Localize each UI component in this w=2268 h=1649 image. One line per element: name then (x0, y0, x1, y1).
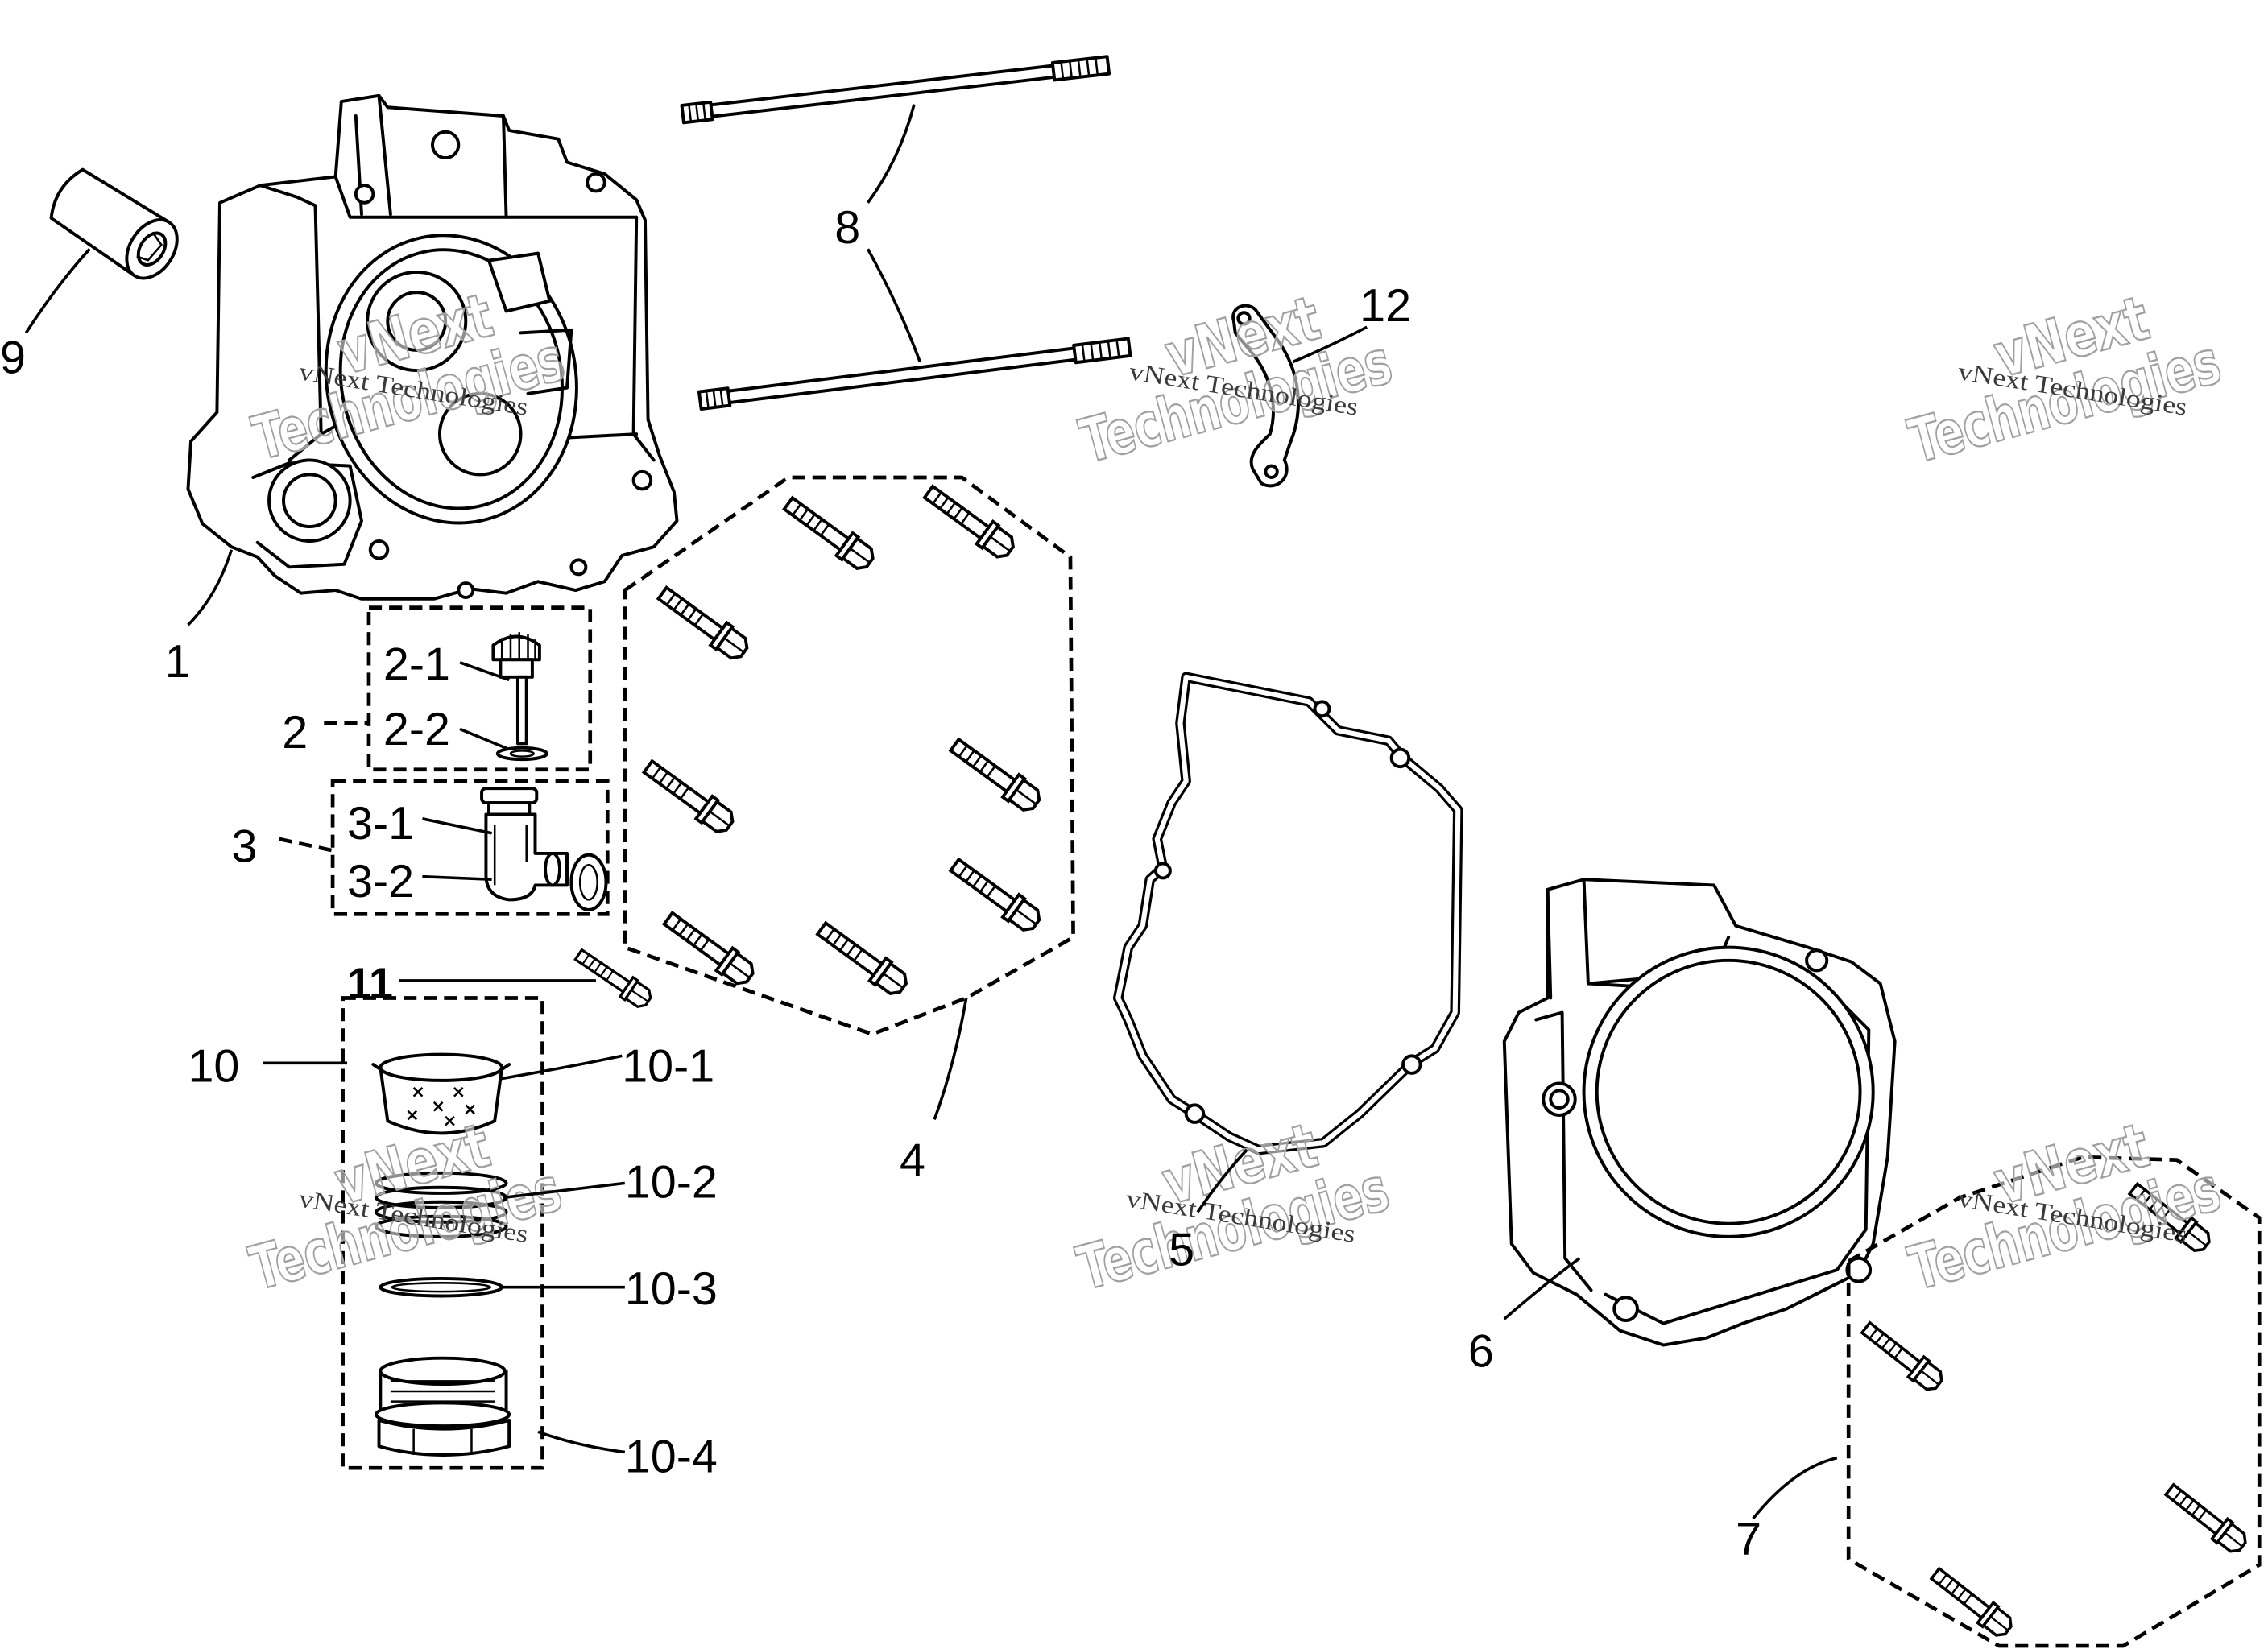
leader-line-9 (24, 248, 91, 334)
leader-line-6 (1503, 1257, 1581, 1320)
callout-label-12: 12 (1360, 280, 1411, 332)
leader-line-3-2 (422, 874, 492, 882)
watermark: vNext Technologies vNext Technologies (1901, 282, 2229, 478)
part-4-bolt (945, 852, 1046, 937)
part-5-gasket (1112, 672, 1463, 1155)
part-10-3-gasket-ring (379, 1276, 504, 1298)
part-4-bolt (778, 490, 879, 576)
callout-label-2-1: 2-1 (383, 639, 450, 690)
part-3-1-elbow (480, 787, 569, 902)
callout-label-6: 6 (1468, 1325, 1494, 1377)
part-10-4-plug-nut (374, 1356, 511, 1457)
callout-label-10-2: 10-2 (625, 1156, 718, 1208)
callout-label-4: 4 (900, 1134, 925, 1186)
leader-line-2-2 (459, 727, 510, 751)
part-4-group-outline (623, 475, 1075, 1036)
callout-label-1: 1 (165, 636, 191, 688)
leader-line-10-1 (499, 1054, 623, 1081)
part-1-crankcase (186, 93, 679, 601)
leader-line-4 (933, 998, 968, 1120)
part-4-bolt (638, 754, 739, 839)
part-2-1-dipstick (491, 632, 541, 746)
leader-line-8-upper (867, 104, 916, 204)
callout-label-3-1: 3-1 (347, 798, 414, 849)
leader-line-1 (187, 549, 234, 626)
part-7-bolt-set (1846, 1155, 2262, 1648)
leader-lines (24, 104, 1838, 1520)
leader-line-3 (279, 837, 333, 853)
part-3-group-box (330, 779, 610, 916)
leader-line-10-4 (537, 1430, 626, 1454)
part-10-group-box (341, 996, 544, 1470)
leader-line-7 (1752, 1456, 1838, 1520)
part-10-1-strainer-cup (371, 1052, 511, 1135)
part-6-side-cover (1502, 878, 1897, 1347)
callout-label-2-2: 2-2 (383, 704, 450, 755)
watermark: vNext Technologies vNext Technologies (1901, 1109, 2229, 1305)
part-8-rod-lower (697, 337, 1132, 411)
callout-label-9: 9 (0, 333, 26, 384)
part-3-2-o-ring (569, 853, 608, 911)
part-3-elbow-group (330, 779, 610, 916)
part-4-bolt (945, 732, 1046, 817)
part-2-group-box (366, 605, 593, 772)
callout-label-5: 5 (1169, 1225, 1194, 1276)
leader-line-5 (1196, 1148, 1248, 1213)
callout-label-10-1: 10-1 (622, 1041, 714, 1093)
callout-label-8: 8 (834, 202, 860, 254)
leader-line-2-1 (459, 661, 510, 682)
part-4-bolt (652, 580, 754, 666)
part-8-rod-upper (680, 55, 1111, 125)
callout-label-10-4: 10-4 (625, 1432, 718, 1483)
callout-label-3: 3 (231, 821, 257, 873)
watermark: vNext Technologies vNext Technologies (1070, 1109, 1397, 1305)
part-7-bolt (2160, 1477, 2252, 1558)
callout-label-2: 2 (282, 707, 308, 758)
leader-line-10-2 (503, 1181, 626, 1200)
watermark: vNext Technologies vNext Technologies (1072, 282, 1400, 478)
part-9-sleeve (49, 167, 179, 280)
part-4-bolt (812, 915, 913, 1001)
part-12-bracket (1231, 304, 1300, 488)
part-7-bolt (1856, 1316, 1948, 1396)
part-4-bolt-set (623, 475, 1075, 1036)
leader-line-3-1 (422, 817, 492, 835)
callout-label-11: 11 (347, 960, 393, 1008)
callout-label-3-2: 3-2 (347, 856, 414, 907)
part-2-2-washer (495, 746, 548, 762)
part-7-group-outline (1846, 1155, 2262, 1648)
part-4-bolt (918, 479, 1020, 564)
callout-labels: 9 1 8 12 2 2-1 2-2 3 3-1 3-2 11 10 10-1 … (0, 202, 1761, 1565)
callout-label-10-3: 10-3 (625, 1263, 718, 1315)
part-11-bolt (570, 944, 656, 1013)
callout-label-7: 7 (1736, 1514, 1761, 1565)
leader-line-12 (1292, 325, 1368, 363)
part-2-dipstick-group (366, 605, 593, 772)
callout-label-10: 10 (188, 1041, 239, 1093)
part-10-strainer-group (341, 996, 544, 1470)
leader-line-8-lower (866, 248, 921, 362)
